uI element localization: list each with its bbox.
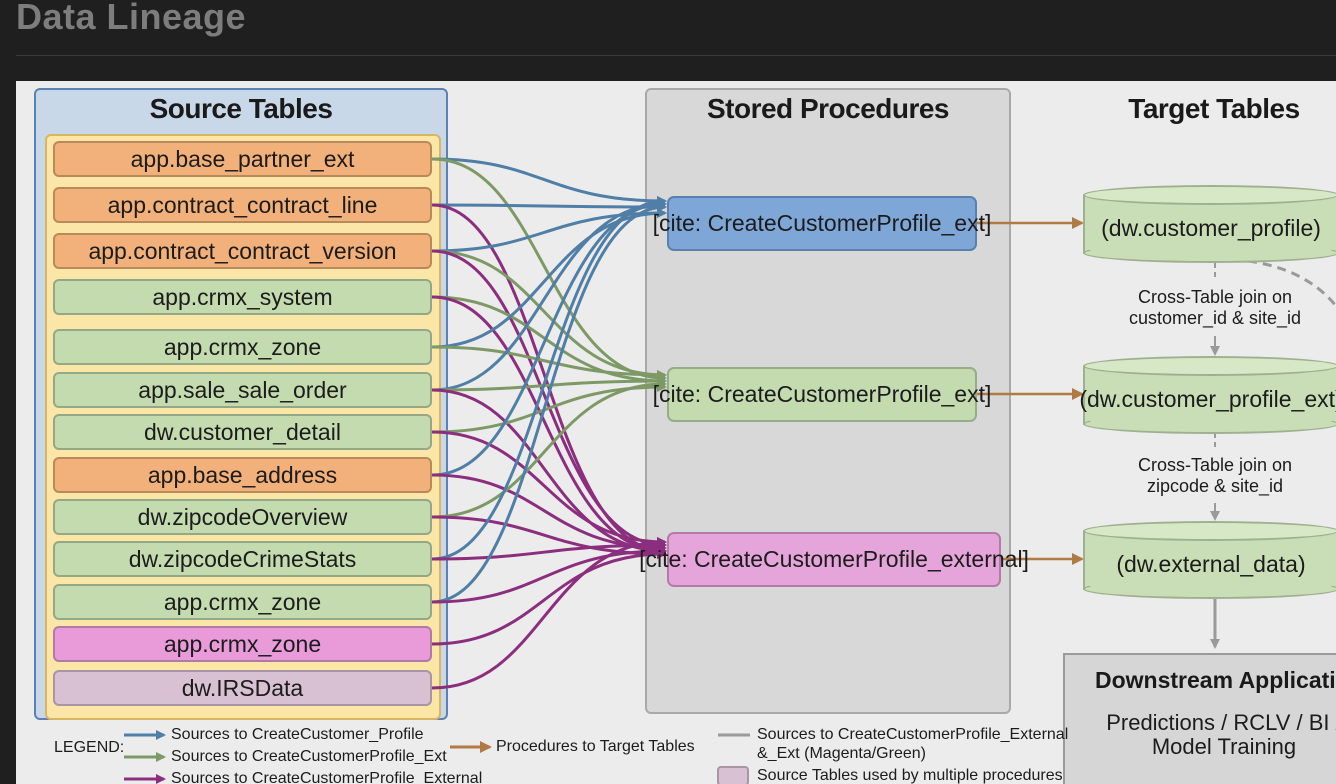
flow-line-4-g — [431, 345, 667, 380]
lineage-connections — [124, 157, 1336, 784]
stored-procedures-heading: Stored Procedures — [706, 93, 950, 124]
flow-line-4-b — [431, 208, 667, 349]
join-note-1-line1: Cross-Table join on — [1137, 455, 1293, 475]
flow-line-5-g — [431, 376, 667, 392]
target-table-0-label: (dw.customer_profile) — [1101, 214, 1321, 241]
downstream-title: Downstream Applications — [1095, 667, 1336, 693]
flow-line-6-m — [431, 430, 667, 547]
source-table-5[interactable]: app.sale_sale_order — [53, 372, 432, 408]
flow-line-5-b — [431, 199, 667, 392]
target-table-2-label: (dw.external_data) — [1116, 550, 1306, 577]
join-note-1-line2: zipcode & site_id — [1146, 476, 1284, 496]
target-table-1-label: (dw.customer_profile_ext) — [1079, 385, 1336, 412]
diagram-canvas: Source Tables app.base_partner_ext app.c… — [16, 81, 1336, 784]
page-title: Data Lineage — [16, 0, 247, 37]
join-note-0-line1: Cross-Table join on — [1137, 287, 1293, 307]
flow-line-9-m — [431, 540, 667, 561]
downstream-description: Predictions / RCLV / BI / Model Training — [1065, 711, 1336, 759]
flow-line-10-b — [431, 202, 667, 604]
source-table-11[interactable]: app.crmx_zone — [53, 626, 432, 662]
flow-line-12-m — [431, 537, 667, 690]
legend-mauve-swatch — [717, 766, 749, 784]
join-note-0-line2: customer_id & site_id — [1128, 308, 1302, 328]
source-table-1[interactable]: app.contract_contract_line — [53, 187, 432, 223]
source-table-8[interactable]: dw.zipcodeOverview — [53, 499, 432, 535]
source-table-6[interactable]: dw.customer_detail — [53, 414, 432, 450]
flow-line-0-b — [431, 157, 667, 206]
legend-orange-text: Procedures to Target Tables — [496, 738, 695, 755]
source-table-2[interactable]: app.contract_contract_version — [53, 233, 432, 269]
join-note-1: Cross-Table join on zipcode & site_id — [1115, 455, 1315, 497]
downstream-line1: Predictions / RCLV / BI / — [1106, 710, 1336, 735]
source-tables-heading: Source Tables — [149, 93, 333, 124]
downstream-applications-box[interactable]: Downstream Applications Predictions / RC… — [1063, 653, 1336, 784]
source-table-3[interactable]: app.crmx_system — [53, 279, 432, 315]
source-table-0[interactable]: app.base_partner_ext — [53, 141, 432, 177]
target-table-0[interactable]: (dw.customer_profile) — [1083, 185, 1336, 263]
downstream-line2: Model Training — [1151, 734, 1297, 759]
legend-label: LEGEND: — [54, 739, 125, 756]
target-tables-heading: Target Tables — [1128, 93, 1300, 124]
source-table-10[interactable]: app.crmx_zone — [53, 584, 432, 620]
source-table-12[interactable]: dw.IRSData — [53, 670, 432, 706]
flow-line-0-g — [431, 157, 667, 383]
legend-mauve-text: Source Tables used by multiple procedure… — [757, 767, 1063, 784]
legend-gray-text-2: &_Ext (Magenta/Green) — [757, 745, 926, 762]
procedure-0[interactable]: [cite: CreateCustomerProfile_ext] — [653, 196, 991, 251]
flow-line-2-m — [431, 249, 667, 550]
flow-line-2-g — [431, 249, 667, 380]
join-note-0: Cross-Table join on customer_id & site_i… — [1115, 287, 1315, 329]
source-table-4[interactable]: app.crmx_zone — [53, 329, 432, 365]
legend-magenta-text: Sources to CreateCustomerProfile_Externa… — [171, 770, 483, 784]
legend-gray-text-1: Sources to CreateCustomerProfile_Externa… — [757, 726, 1069, 743]
flow-line-10-m — [431, 546, 667, 604]
legend-blue-text: Sources to CreateCustomer_Profile — [171, 726, 424, 743]
flow-line-3-m — [431, 295, 667, 556]
target-table-2[interactable]: (dw.external_data) — [1083, 521, 1336, 599]
flow-line-1-b — [431, 201, 667, 212]
flow-line-11-m — [431, 549, 667, 646]
procedure-1[interactable]: [cite: CreateCustomerProfile_ext] — [653, 367, 991, 422]
legend-green-text: Sources to CreateCustomerProfile_Ext — [171, 748, 447, 765]
target-table-1[interactable]: (dw.customer_profile_ext) — [1079, 356, 1336, 434]
title-divider — [16, 55, 1336, 56]
flow-line-5-m — [431, 388, 667, 556]
dashed-curve-right — [1247, 259, 1336, 307]
flow-line-8-g — [431, 379, 667, 519]
procedure-2[interactable]: [cite: CreateCustomerProfile_external] — [639, 532, 1029, 587]
source-table-9[interactable]: dw.zipcodeCrimeStats — [53, 541, 432, 577]
source-table-7[interactable]: app.base_address — [53, 457, 432, 493]
flow-line-9-b — [431, 196, 667, 561]
